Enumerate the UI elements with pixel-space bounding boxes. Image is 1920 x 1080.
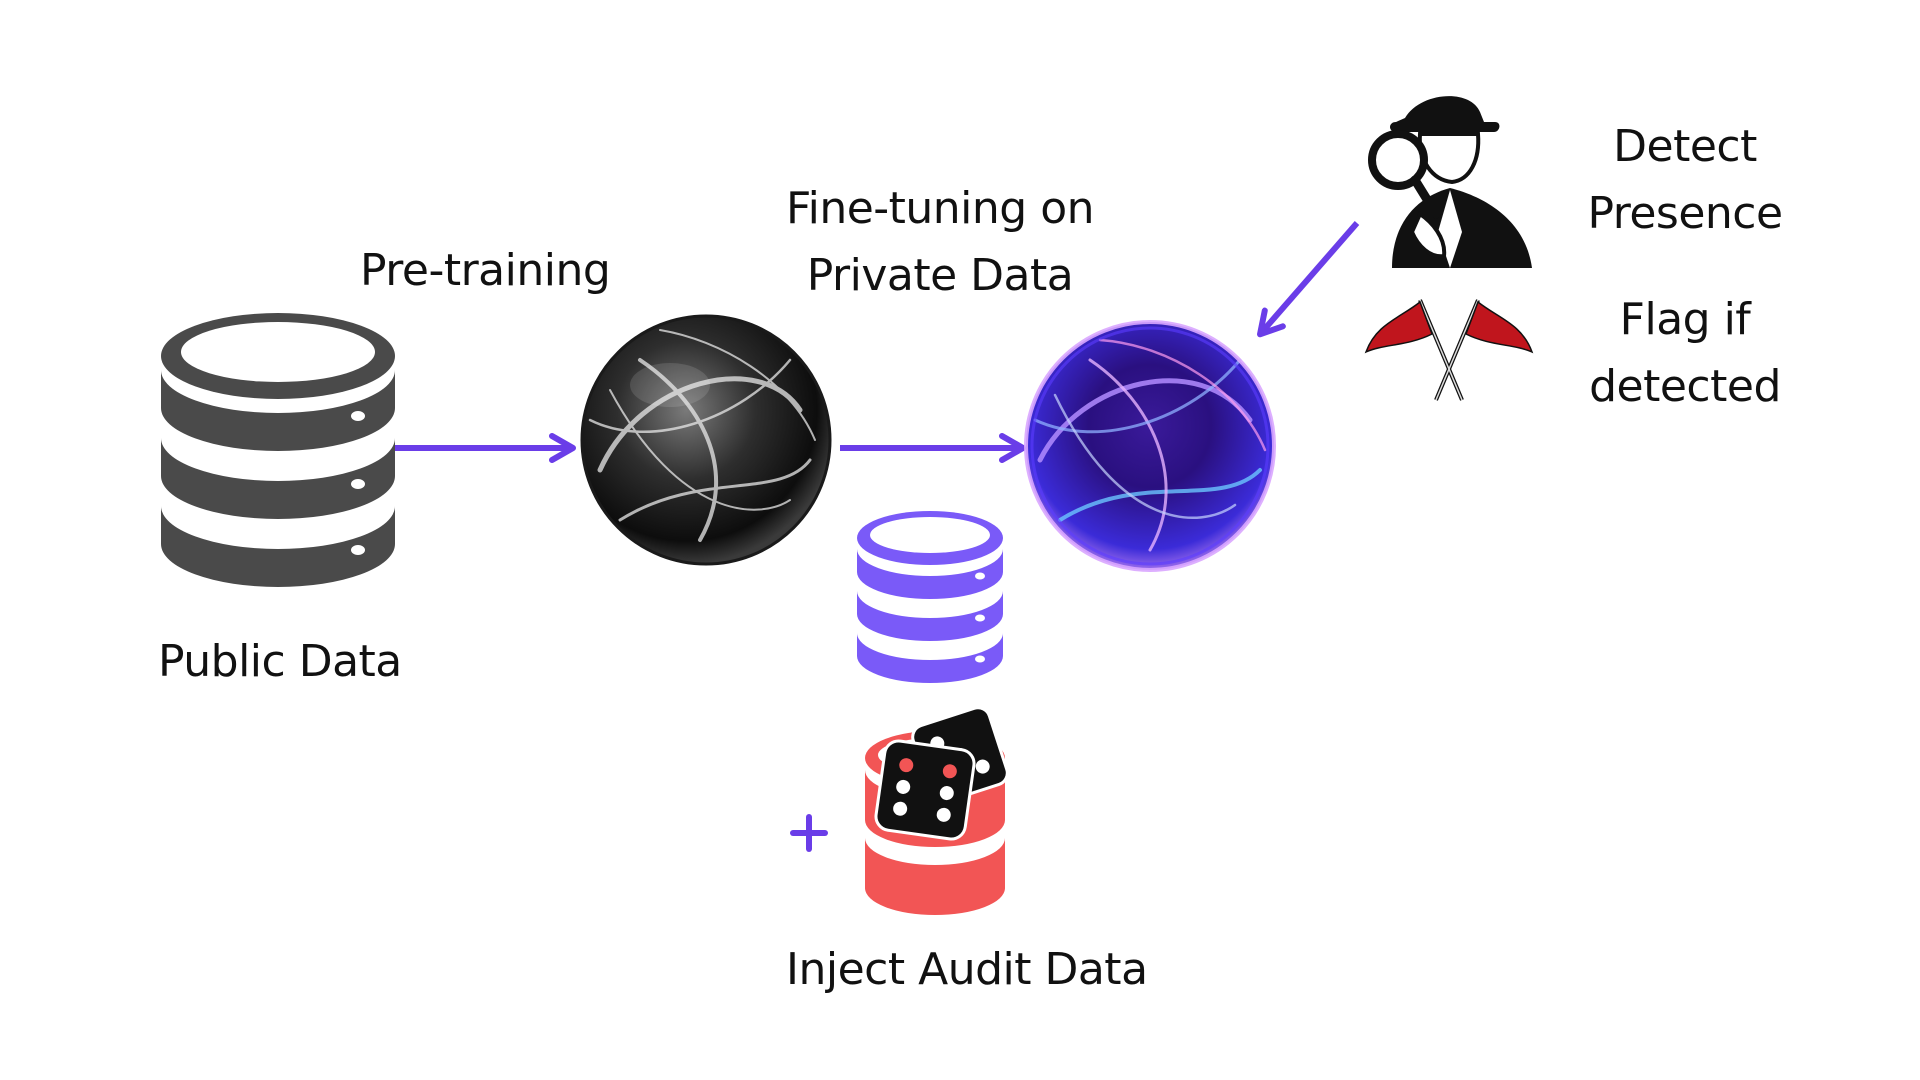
public-data-database-icon — [161, 313, 395, 587]
dice-icon — [874, 706, 1009, 841]
inject-audit-data-label: Inject Audit Data — [786, 944, 1148, 995]
detect-label-line1: Detect — [1613, 121, 1757, 172]
flag-label-line1: Flag if — [1619, 294, 1751, 345]
plus-icon — [790, 814, 828, 852]
flag-label-line2: detected — [1589, 361, 1781, 412]
fine-tuned-model-sphere-icon — [1024, 320, 1276, 572]
crossed-flags-icon — [1364, 299, 1534, 401]
finetune-label-line1: Fine-tuning on — [785, 183, 1095, 234]
pretraining-label: Pre-training — [360, 245, 611, 296]
base-model-sphere-icon — [580, 314, 832, 566]
private-data-database-icon — [857, 511, 1003, 683]
detect-arrow — [1257, 221, 1360, 338]
detect-label-line2: Presence — [1587, 188, 1783, 239]
detective-icon — [1368, 96, 1532, 268]
finetune-label-line2: Private Data — [806, 250, 1074, 301]
public-data-label: Public Data — [158, 636, 402, 687]
